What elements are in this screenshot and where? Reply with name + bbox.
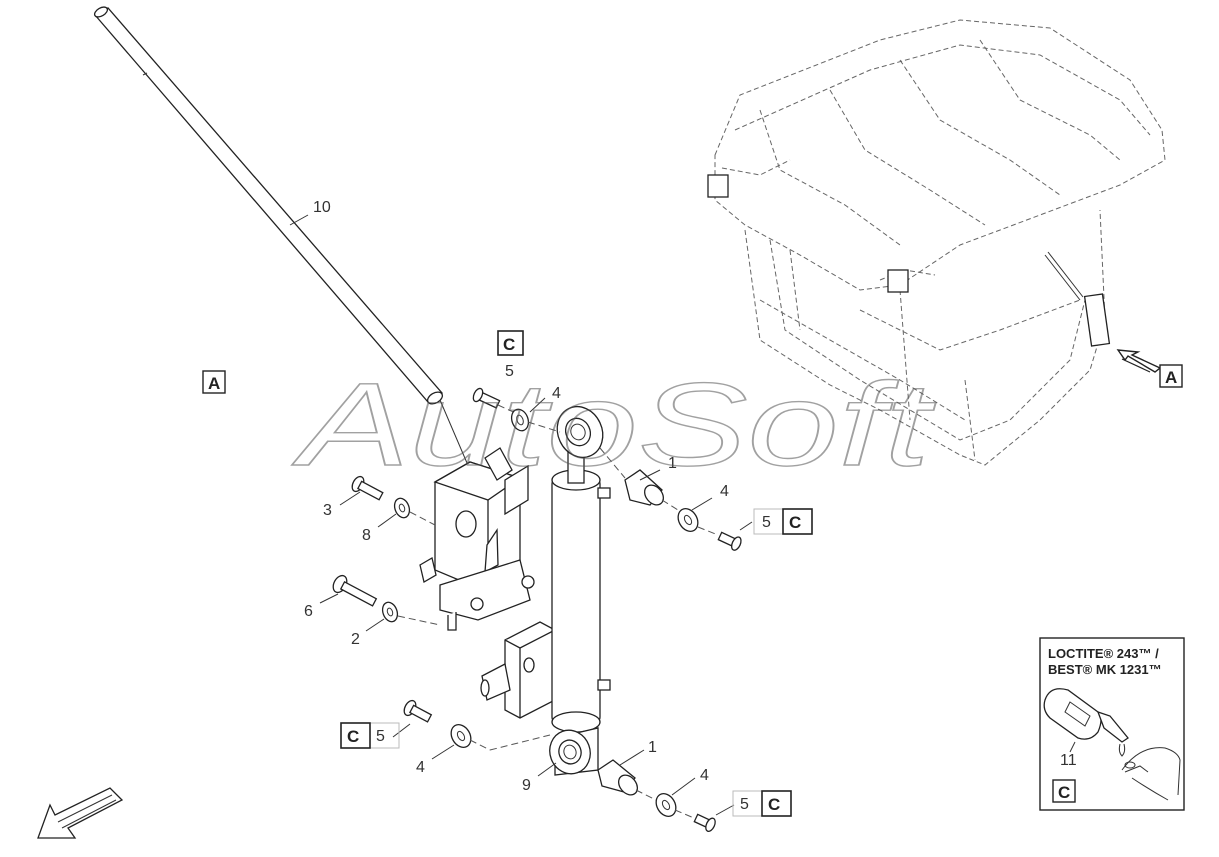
loctite-panel: LOCTITE® 243™ / BEST® MK 1231™ 11 C xyxy=(1039,637,1185,811)
front-direction-arrow-icon xyxy=(37,787,124,839)
callout-6: 6 xyxy=(304,603,313,620)
callout-4-right: 4 xyxy=(720,483,729,500)
callout-5-lower-left: 5 xyxy=(376,728,385,745)
callout-10: 10 xyxy=(313,199,331,216)
view-box-c-right-lower: C xyxy=(768,795,780,814)
cab-seat-assembly xyxy=(707,19,1166,466)
view-ref-boxes: A A C C C C xyxy=(202,330,1183,817)
callout-4-lower-left: 4 xyxy=(416,759,425,776)
adhesive-bottle-icon xyxy=(1043,688,1129,757)
view-box-c-top: C xyxy=(503,335,515,354)
view-direction-arrow-icon xyxy=(1116,349,1162,373)
callout-1-top: 1 xyxy=(668,455,677,472)
callout-4-bottom: 4 xyxy=(700,767,709,784)
leader-lines xyxy=(289,214,753,816)
callout-4-top: 4 xyxy=(552,385,561,402)
hydraulic-cylinder xyxy=(549,406,611,776)
valve-block xyxy=(480,621,556,719)
callout-1-bottom: 1 xyxy=(648,739,657,756)
bolt-top xyxy=(472,387,501,409)
callout-5-bottom: 5 xyxy=(740,796,749,813)
fasteners xyxy=(332,387,742,832)
callouts: 10 5 4 1 4 5 3 8 6 2 5 4 9 1 4 5 xyxy=(304,199,771,813)
lever-tube xyxy=(93,6,471,471)
callout-3: 3 xyxy=(323,502,332,519)
loctite-line1: LOCTITE® 243™ / xyxy=(1048,646,1159,661)
callout-5-top: 5 xyxy=(505,363,514,380)
view-box-c-right-upper: C xyxy=(789,513,801,532)
watermark: AutoSoft xyxy=(292,359,936,491)
view-box-a-left: A xyxy=(208,374,220,393)
callout-5-right: 5 xyxy=(762,514,771,531)
loctite-ref-box-c: C xyxy=(1058,783,1070,802)
view-box-a-right: A xyxy=(1165,368,1177,387)
hand-icon xyxy=(1121,747,1181,801)
callout-8: 8 xyxy=(362,527,371,544)
loctite-line2: BEST® MK 1231™ xyxy=(1048,662,1162,677)
pump-block xyxy=(419,447,535,631)
callout-9: 9 xyxy=(522,777,531,794)
callout-11: 11 xyxy=(1060,752,1077,769)
view-box-c-left-lower: C xyxy=(347,727,359,746)
callout-2: 2 xyxy=(351,631,360,648)
